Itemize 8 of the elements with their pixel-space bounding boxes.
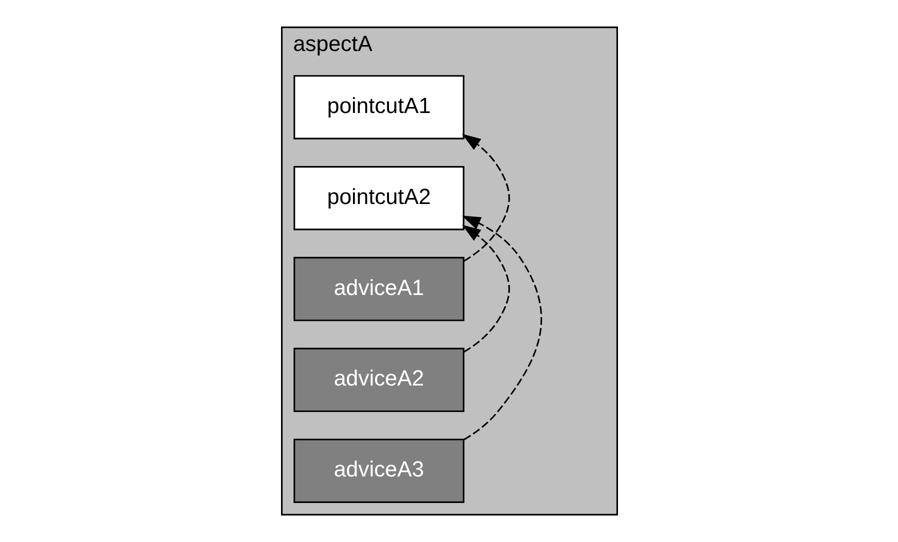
arrow	[461, 216, 542, 440]
node-box: pointcutA2	[293, 166, 464, 230]
node-box: adviceA3	[293, 438, 464, 503]
node-box: pointcutA1	[293, 75, 464, 140]
node-box: adviceA1	[293, 256, 464, 322]
arrow	[461, 134, 510, 262]
arrow	[461, 224, 510, 353]
node-box: adviceA2	[293, 348, 464, 412]
